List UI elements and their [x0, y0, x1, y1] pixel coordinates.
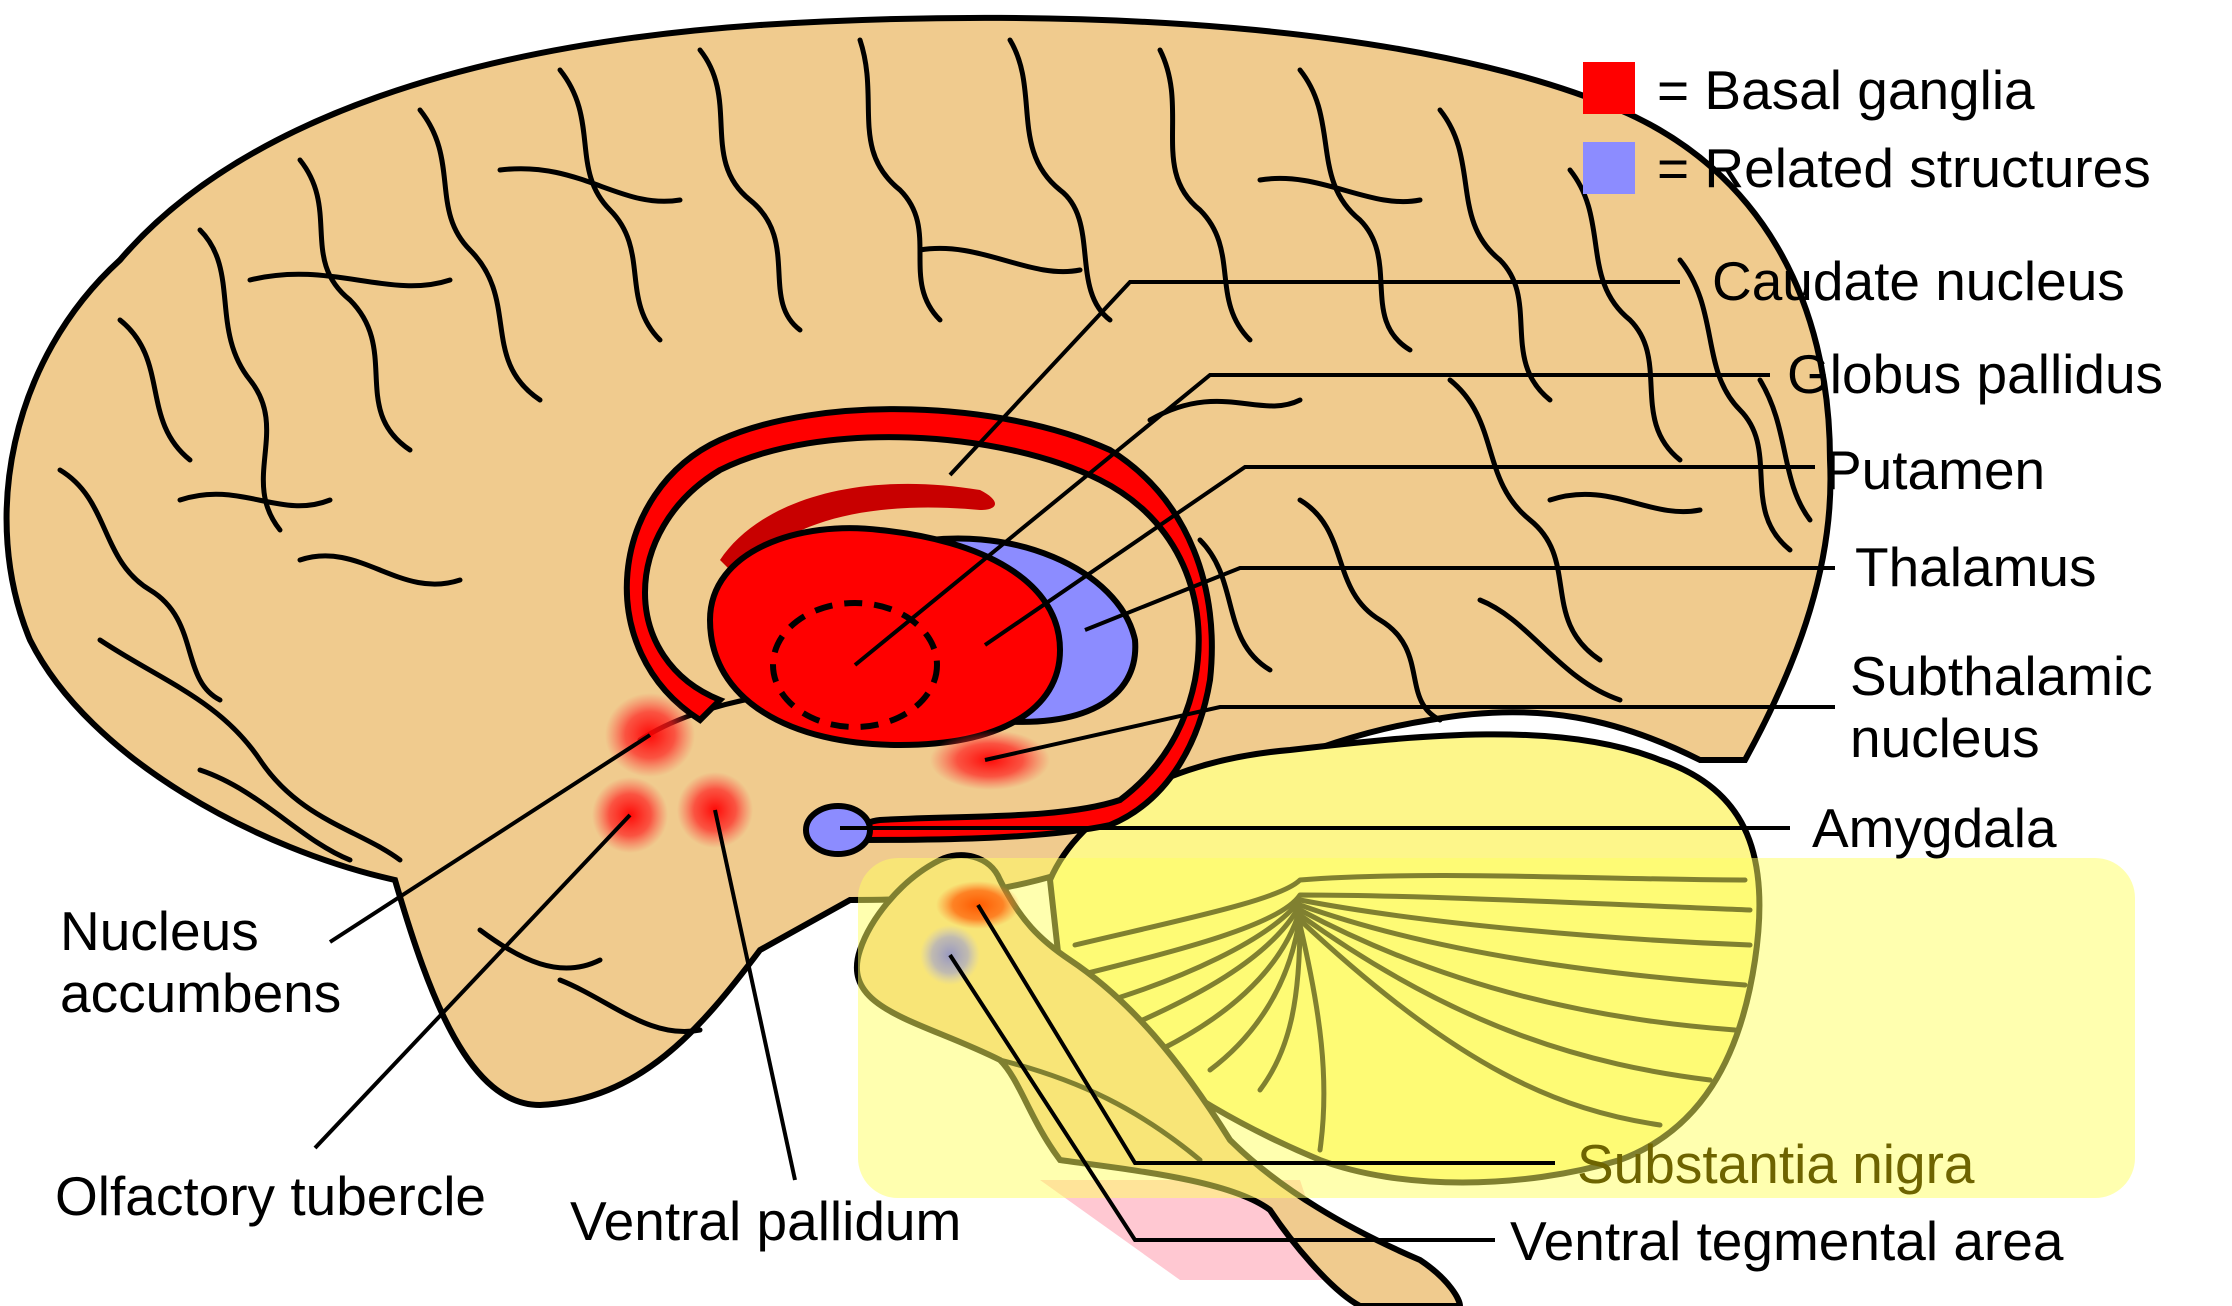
legend-basal-ganglia-swatch: [1583, 62, 1635, 114]
label-thalamus: Thalamus: [1855, 536, 2096, 598]
cortical-sulci: [57, 37, 1813, 1034]
label-subthalamic-line2: nucleus: [1850, 707, 2040, 769]
legend-basal-ganglia-label: = Basal ganglia: [1657, 59, 2035, 121]
label-substantia-nigra: Substantia nigra: [1577, 1133, 1975, 1195]
leader-lines: [313, 280, 1835, 1242]
midbrain-highlight-box: [858, 858, 2135, 1198]
label-nucleus-accumbens-line1: Nucleus: [60, 900, 259, 962]
label-ventral-tegmental-area: Ventral tegmental area: [1510, 1210, 2064, 1272]
putamen: [706, 525, 1064, 749]
label-olfactory-tubercle: Olfactory tubercle: [55, 1165, 486, 1227]
globus-pallidus: [770, 600, 940, 730]
label-caudate-nucleus: Caudate nucleus: [1712, 250, 2125, 312]
caudate-shadow: [720, 483, 995, 580]
legend-related-swatch: [1583, 142, 1635, 194]
legend-related-label: = Related structures: [1657, 137, 2151, 199]
label-nucleus-accumbens-line2: accumbens: [60, 962, 341, 1024]
label-ventral-pallidum: Ventral pallidum: [570, 1190, 961, 1252]
label-putamen: Putamen: [1825, 439, 2045, 501]
label-amygdala: Amygdala: [1812, 797, 2057, 859]
label-globus-pallidus: Globus pallidus: [1787, 343, 2163, 405]
label-subthalamic-line1: Subthalamic: [1850, 645, 2153, 707]
